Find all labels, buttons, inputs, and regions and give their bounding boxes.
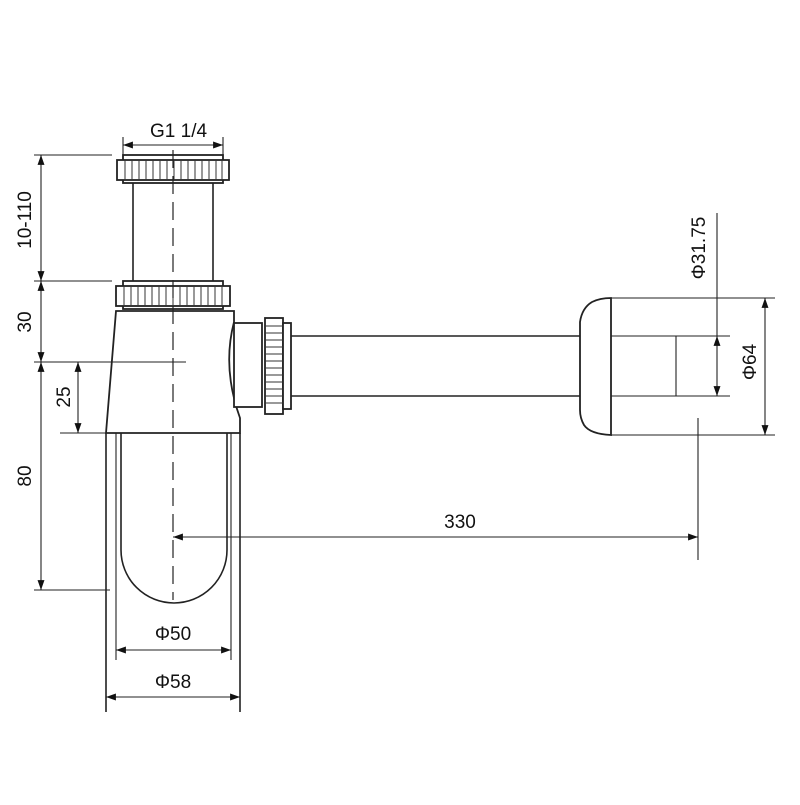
dim-nut-to-center-label: 30	[15, 311, 36, 332]
dim-height-adjust: 10-110	[15, 155, 45, 281]
dim-body-height: 80	[15, 362, 45, 590]
dim-body-height-label: 80	[15, 465, 36, 486]
dim-outlet-length-label: 330	[444, 512, 476, 533]
dim-flange-diameter-label: Φ64	[740, 343, 761, 380]
wall-flange	[579, 297, 775, 436]
dim-nut-to-center: 30	[15, 281, 45, 362]
tail-pipe	[132, 183, 214, 282]
dim-outlet-offset: 25	[54, 362, 82, 433]
dim-outlet-offset-label: 25	[54, 386, 75, 407]
dim-outlet-length: 330	[173, 418, 699, 560]
dim-pipe-diameter-label: Φ31.75	[689, 217, 710, 280]
dim-pipe-diameter: Φ31.75	[689, 213, 721, 396]
dim-height-adjust-label: 10-110	[15, 191, 36, 249]
dim-flange-diameter: Φ64	[740, 298, 769, 435]
dim-outer-diameter-label: Φ58	[155, 672, 191, 693]
dim-thread: G1 1/4	[122, 121, 224, 160]
outlet-nut	[233, 317, 292, 415]
dim-outer-diameter: Φ58	[106, 672, 240, 701]
dim-inner-diameter-label: Φ50	[155, 624, 191, 645]
outlet-pipe	[291, 335, 582, 397]
dim-inner-diameter: Φ50	[116, 624, 231, 654]
dim-thread-label: G1 1/4	[150, 121, 207, 142]
